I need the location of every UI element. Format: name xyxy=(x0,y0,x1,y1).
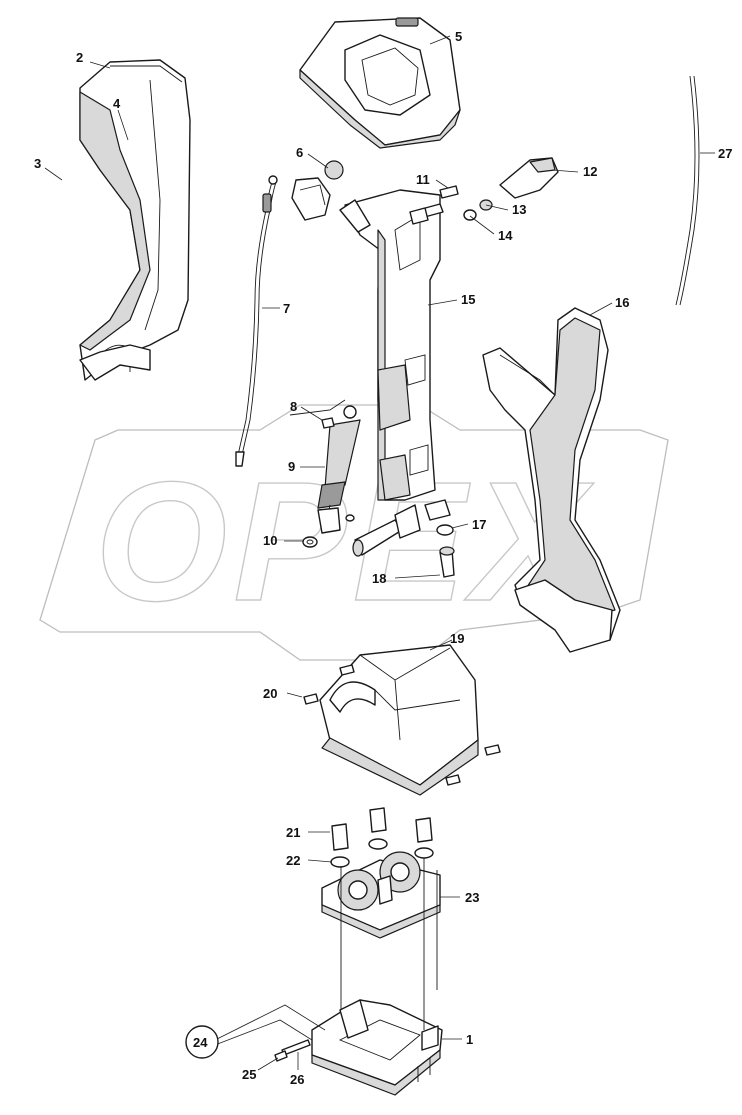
part-1-base-plate xyxy=(311,999,443,1096)
part-19-base-housing xyxy=(319,644,479,796)
label-17: 17 xyxy=(472,517,486,532)
fasteners-17-18 xyxy=(436,524,455,578)
fasteners-upper-right xyxy=(409,185,493,225)
label-11: 11 xyxy=(416,172,430,187)
pins-25-26 xyxy=(274,1039,311,1062)
label-6: 6 xyxy=(296,145,303,160)
part-labels: 2 4 3 5 6 7 11 12 13 14 27 15 16 8 9 10 … xyxy=(34,29,732,1087)
label-22: 22 xyxy=(286,853,300,868)
label-18: 18 xyxy=(372,571,386,586)
label-1: 1 xyxy=(466,1032,473,1047)
part-7-cable xyxy=(235,175,278,467)
part-2-left-cover xyxy=(79,59,191,381)
part-15-column xyxy=(339,189,441,501)
label-14: 14 xyxy=(498,228,513,243)
label-21: 21 xyxy=(286,825,300,840)
part-9-gas-spring xyxy=(317,405,361,534)
part-shaft xyxy=(352,499,451,557)
label-3: 3 xyxy=(34,156,41,171)
label-16: 16 xyxy=(615,295,629,310)
label-15: 15 xyxy=(461,292,475,307)
label-24: 24 xyxy=(193,1035,208,1050)
label-2: 2 xyxy=(76,50,83,65)
label-4: 4 xyxy=(113,96,121,111)
label-12: 12 xyxy=(583,164,597,179)
label-8: 8 xyxy=(290,399,297,414)
bolts-21-22 xyxy=(330,807,434,868)
part-16-right-cover xyxy=(482,307,621,653)
label-9: 9 xyxy=(288,459,295,474)
fasteners-middle xyxy=(302,417,355,548)
callout-24-circle xyxy=(185,1025,219,1059)
part-5-top-cap xyxy=(299,17,461,149)
assembly-guide-lines xyxy=(289,399,438,1030)
label-23: 23 xyxy=(465,890,479,905)
label-7: 7 xyxy=(283,301,290,316)
leader-lines xyxy=(44,35,715,1071)
label-27: 27 xyxy=(718,146,732,161)
part-6-lever xyxy=(291,160,344,221)
label-13: 13 xyxy=(512,202,526,217)
label-20: 20 xyxy=(263,686,277,701)
part-12-knob xyxy=(499,157,559,199)
label-10: 10 xyxy=(263,533,277,548)
part-27-strip xyxy=(675,75,700,306)
label-25: 25 xyxy=(242,1067,256,1082)
label-19: 19 xyxy=(450,631,464,646)
label-5: 5 xyxy=(455,29,462,44)
screws-19-20 xyxy=(303,664,501,786)
part-23-bearing-assembly xyxy=(321,851,441,939)
label-26: 26 xyxy=(290,1072,304,1087)
